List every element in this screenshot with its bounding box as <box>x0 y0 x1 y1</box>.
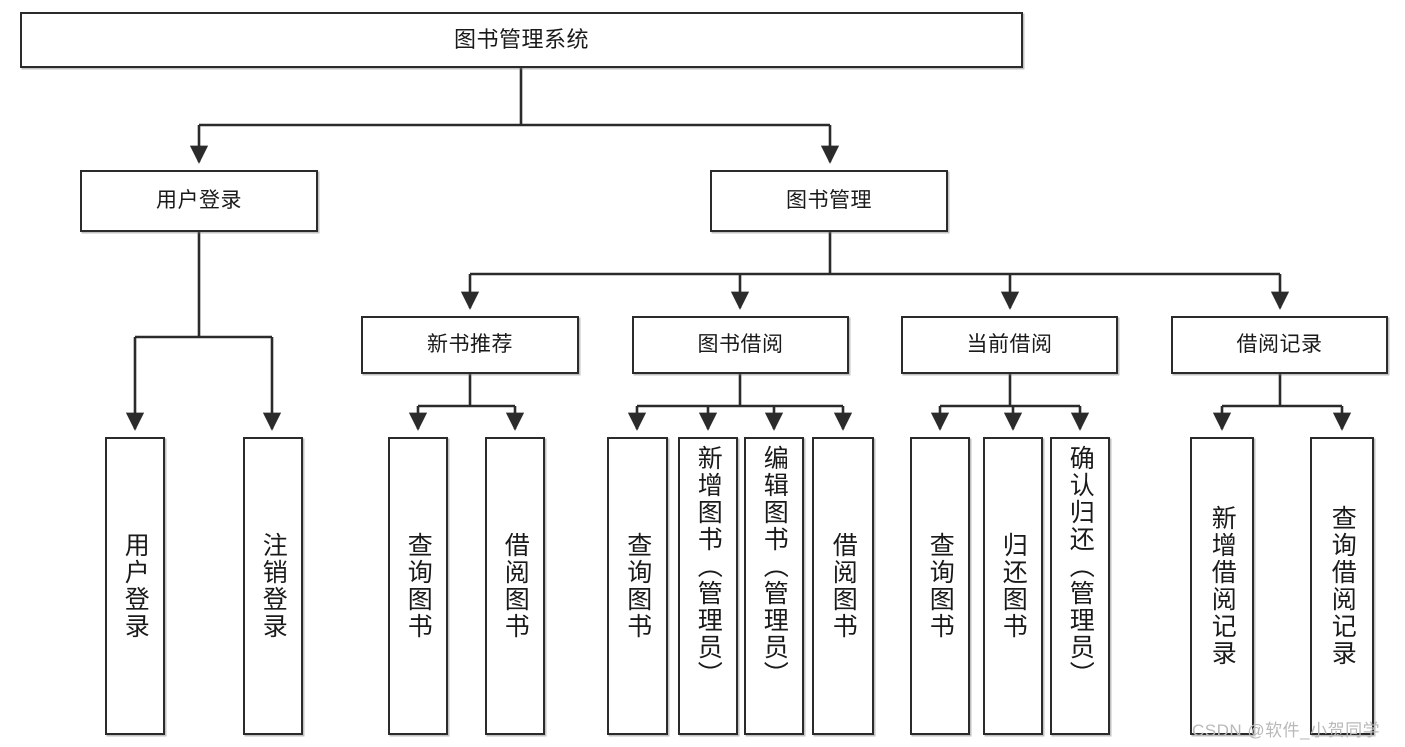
leaf-borrow-book-1[interactable]: 借阅图书 <box>485 437 545 735</box>
node-root[interactable]: 图书管理系统 <box>20 12 1023 68</box>
leaf-add-record-label: 新增借阅记录 <box>1208 505 1237 667</box>
node-new-book-recommend-label: 新书推荐 <box>427 333 513 357</box>
node-borrow-record-label: 借阅记录 <box>1236 333 1323 357</box>
leaf-add-book-label: 新增图书（管理员） <box>694 445 723 688</box>
leaf-query-book-1-label: 查询图书 <box>404 532 433 640</box>
leaf-edit-book-label: 编辑图书（管理员） <box>760 445 789 688</box>
leaf-return-book[interactable]: 归还图书 <box>983 437 1043 735</box>
node-user-login-label: 用户登录 <box>156 189 242 213</box>
leaf-logout[interactable]: 注销登录 <box>243 437 303 735</box>
leaf-add-record[interactable]: 新增借阅记录 <box>1190 437 1254 735</box>
node-book-manage[interactable]: 图书管理 <box>710 170 948 232</box>
node-root-label: 图书管理系统 <box>453 26 589 52</box>
leaf-query-book-2-label: 查询图书 <box>623 532 652 640</box>
leaf-query-book-3[interactable]: 查询图书 <box>910 437 970 735</box>
node-borrow-record[interactable]: 借阅记录 <box>1171 316 1388 374</box>
leaf-confirm-return-label: 确认归还（管理员） <box>1066 445 1095 688</box>
leaf-confirm-return[interactable]: 确认归还（管理员） <box>1050 437 1110 735</box>
leaf-borrow-book-1-label: 借阅图书 <box>501 532 530 640</box>
node-book-borrow[interactable]: 图书借阅 <box>632 316 849 374</box>
node-book-borrow-label: 图书借阅 <box>697 333 784 357</box>
leaf-user-login-label: 用户登录 <box>121 532 150 640</box>
leaf-borrow-book-2-label: 借阅图书 <box>829 532 858 640</box>
leaf-add-book[interactable]: 新增图书（管理员） <box>678 437 738 735</box>
leaf-query-book-2[interactable]: 查询图书 <box>607 437 668 735</box>
leaf-borrow-book-2[interactable]: 借阅图书 <box>812 437 874 735</box>
leaf-query-record[interactable]: 查询借阅记录 <box>1310 437 1374 735</box>
node-current-borrow-label: 当前借阅 <box>966 333 1053 357</box>
node-user-login[interactable]: 用户登录 <box>80 170 318 232</box>
node-book-manage-label: 图书管理 <box>786 189 872 213</box>
leaf-query-book-3-label: 查询图书 <box>926 532 955 640</box>
node-new-book-recommend[interactable]: 新书推荐 <box>361 316 579 374</box>
node-current-borrow[interactable]: 当前借阅 <box>901 316 1118 374</box>
leaf-return-book-label: 归还图书 <box>999 532 1028 640</box>
leaf-query-book-1[interactable]: 查询图书 <box>388 437 448 735</box>
leaf-edit-book[interactable]: 编辑图书（管理员） <box>744 437 804 735</box>
leaf-logout-label: 注销登录 <box>259 532 288 640</box>
leaf-user-login[interactable]: 用户登录 <box>105 437 165 735</box>
leaf-query-record-label: 查询借阅记录 <box>1328 505 1357 667</box>
